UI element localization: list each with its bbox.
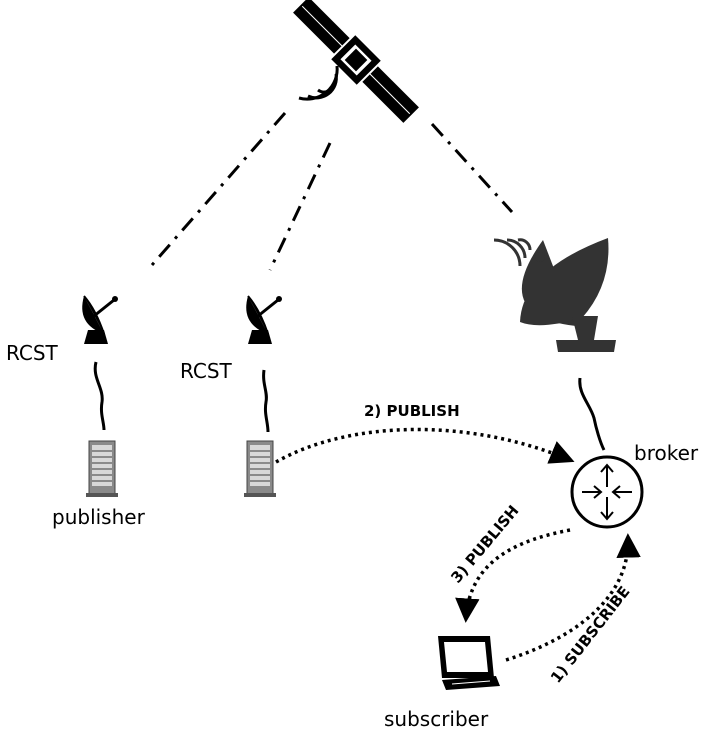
cables [93, 361, 606, 451]
label-subscriber: subscriber [384, 707, 489, 731]
satellite-links [150, 112, 514, 271]
label-rcst-left: RCST [6, 341, 59, 365]
satellite-dish-icon-left [80, 294, 120, 346]
satellite-icon [293, 0, 419, 123]
arrow-publish-2 [275, 427, 575, 464]
link-sat-to-broker-dish [430, 122, 514, 214]
label-publish-3: 3) PUBLISH [447, 502, 522, 587]
satellite-dish-icon-middle [244, 294, 284, 346]
message-arrows [275, 427, 641, 662]
arrow-subscribe-1 [505, 533, 641, 662]
link-sat-to-rcst-middle [268, 142, 332, 271]
cable-broker [578, 377, 606, 451]
label-rcst-middle: RCST [180, 359, 233, 383]
label-publisher: publisher [52, 505, 146, 529]
router-icon [570, 455, 644, 529]
large-satellite-dish-icon [493, 238, 616, 352]
laptop-icon [438, 636, 500, 690]
label-subscribe-1: 1) SUBSCRIBE [547, 583, 634, 687]
link-sat-to-rcst-left [150, 112, 287, 266]
label-broker: broker [634, 441, 699, 465]
server-tower-icon-middle [243, 440, 277, 498]
cable-left [93, 361, 106, 431]
server-tower-icon-publisher [85, 440, 119, 498]
label-publish-2: 2) PUBLISH [364, 402, 460, 420]
cable-middle [262, 369, 270, 433]
